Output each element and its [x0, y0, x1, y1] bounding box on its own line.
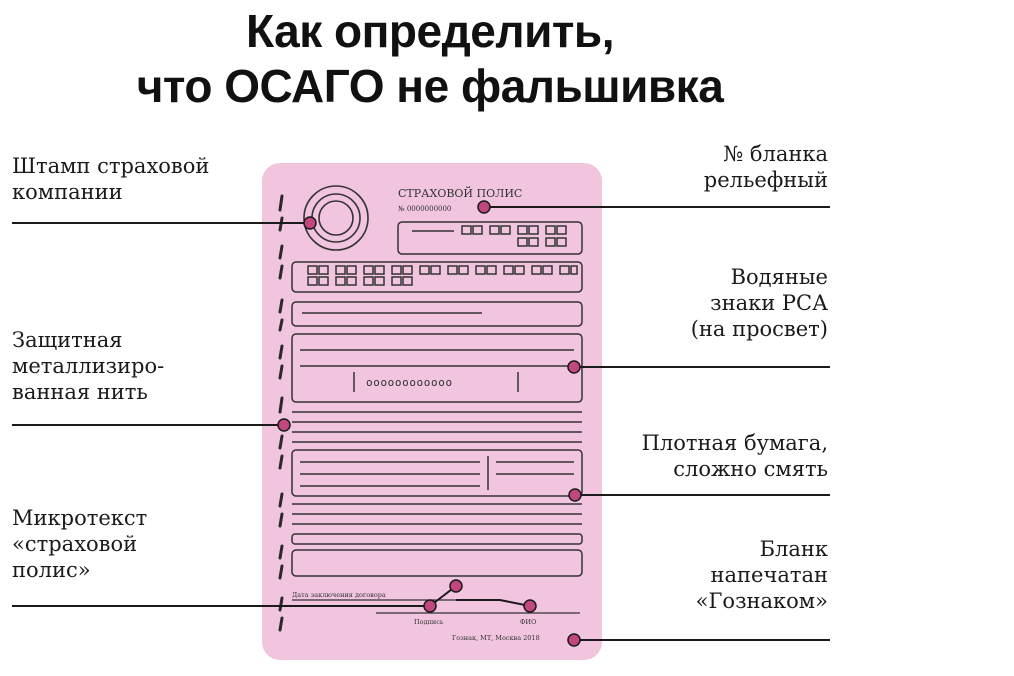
label-thread-line-2: металлизиро- [12, 354, 165, 378]
form-lines-1 [292, 411, 582, 443]
page-title: Как определить, что ОСАГО не фальшивка [0, 4, 860, 114]
form-number: № 0000000000 [398, 205, 451, 213]
callout-line-name [456, 599, 531, 607]
form-header: СТРАХОВОЙ ПОЛИС [398, 186, 522, 200]
title-line-2: что ОСАГО не фальшивка [136, 60, 724, 112]
marker-watermarks [567, 360, 581, 374]
form-imprint: Гознак, МТ, Москва 2018 [452, 634, 540, 642]
label-goznak: Бланк напечатан «Гознаком» [696, 536, 828, 614]
form-field-1 [291, 301, 583, 327]
label-paper-line-1: Плотная бумага, [641, 431, 828, 455]
label-number: № бланка рельефный [704, 141, 828, 193]
marker-thread [277, 418, 291, 432]
label-goznak-line-2: напечатан [710, 563, 828, 587]
label-watermarks-line-1: Водяные [730, 265, 828, 289]
label-paper-line-2: сложно смять [673, 457, 828, 481]
marker-goznak [567, 633, 581, 647]
label-stamp-line-2: компании [12, 180, 123, 204]
label-watermarks-line-2: знаки РСА [710, 291, 828, 315]
label-number-line-2: рельефный [703, 168, 828, 192]
label-microtext-line-2: «страховой [12, 532, 138, 556]
form-box-row-top [397, 221, 583, 255]
marker-signature [449, 579, 463, 593]
label-thread-line-3: ванная нить [12, 380, 148, 404]
label-stamp-line-1: Штамп страховой [12, 154, 210, 178]
label-watermarks: Водяные знаки РСА (на просвет) [691, 264, 828, 342]
marker-stamp [303, 216, 317, 230]
marker-microtext [423, 599, 437, 613]
label-thread-line-1: Защитная [12, 328, 123, 352]
label-thread: Защитная металлизиро- ванная нить [12, 327, 164, 405]
label-paper: Плотная бумага, сложно смять [642, 430, 828, 482]
marker-paper [568, 488, 582, 502]
label-watermarks-line-3: (на просвет) [690, 317, 828, 341]
form-lines-microtext [292, 503, 582, 525]
label-number-line-1: № бланка [723, 142, 828, 166]
form-name-label: ФИО [520, 618, 536, 626]
callout-lines [12, 206, 830, 641]
form-contract-date: Дата заключения договора [292, 591, 386, 599]
form-signature-label: Подпись [414, 618, 444, 626]
label-goznak-line-3: «Гознаком» [695, 589, 828, 613]
metallized-thread [278, 194, 284, 632]
marker-name [523, 599, 537, 613]
form-field-split [291, 449, 583, 497]
label-microtext: Микротекст «страховой полис» [12, 505, 147, 583]
label-goznak-line-1: Бланк [759, 537, 828, 561]
form-box-row-main [291, 261, 583, 293]
title-line-1: Как определить, [246, 5, 614, 57]
label-microtext-line-3: полис» [12, 558, 91, 582]
marker-number [477, 200, 491, 214]
form-field-3 [291, 533, 583, 577]
label-stamp: Штамп страховой компании [12, 153, 209, 205]
label-microtext-line-1: Микротекст [12, 506, 148, 530]
form-serial-boxes: oooooooooooo [366, 376, 453, 389]
callout-markers [277, 200, 582, 647]
